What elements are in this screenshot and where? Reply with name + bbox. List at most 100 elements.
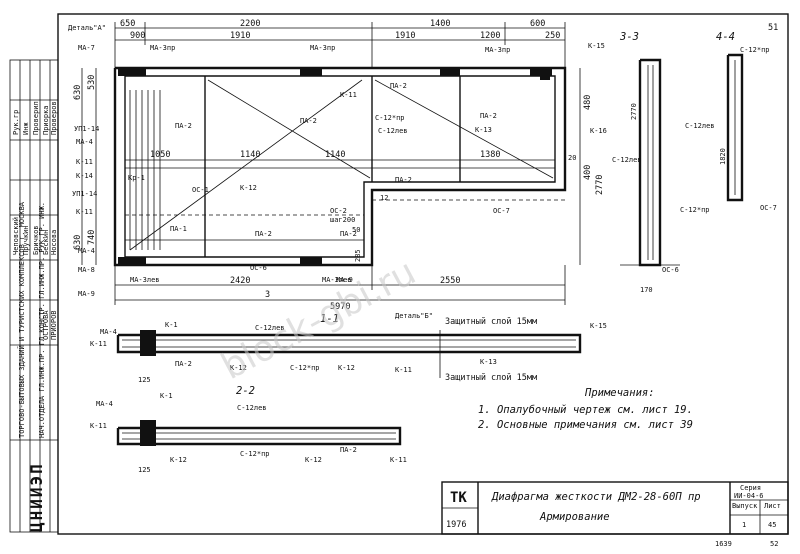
callout-c12pr-s44b: С-12*пр <box>680 206 710 214</box>
dim-2770: 2770 <box>595 175 605 195</box>
callout-k13: К-13 <box>475 126 492 134</box>
dim-50: 50 <box>352 226 360 234</box>
callout-k11b: К-11 <box>76 208 93 216</box>
dim-3: 3 <box>265 290 270 300</box>
title-tk: ТК <box>450 490 467 506</box>
callout-pa2-g: ПА-2 <box>255 230 272 238</box>
callout-k14: К-14 <box>76 172 93 180</box>
callout-oc7: ОС-7 <box>493 207 510 215</box>
callout-pa1: ПА-1 <box>170 225 187 233</box>
callout-ma3lev: МА-3лев <box>130 276 160 284</box>
callout-k11-s22: К-11 <box>90 422 107 430</box>
inner-dimensions: 1050 1140 1140 1380 50 285 12 <box>150 150 500 262</box>
callout-oc2: ОС-2 <box>330 207 347 215</box>
callout-ma7: МА-7 <box>78 44 95 52</box>
dim-125: 125 <box>138 376 151 384</box>
notes-block: Примечания: 1. Опалубочный чертеж см. ли… <box>478 387 693 431</box>
left-dimensions: 630 530 630 740 <box>73 68 97 265</box>
series-value: ИИ-04-6 <box>734 492 764 500</box>
callout-c12lev-s44: С-12лев <box>685 122 715 130</box>
section-title-2-2: 2-2 <box>236 385 255 397</box>
callout-k12b-s22: К-12 <box>305 456 322 464</box>
callout-ma8: МА-8 <box>78 266 95 274</box>
sheet-frame <box>57 13 789 535</box>
callout-k16: К-16 <box>590 127 607 135</box>
section-3-3: 3-3 2770 С-12лев ОС-6 170 <box>612 31 680 294</box>
main-elevation <box>113 66 567 267</box>
footer-stamp: 1639 <box>715 540 732 548</box>
callout-k12: К-12 <box>240 184 257 192</box>
dim-20: 20 <box>568 154 576 162</box>
dim-125-s22: 125 <box>138 466 151 474</box>
org-logo: ЦНИИЭП <box>27 462 46 532</box>
staff-col-5: Проверов <box>50 101 58 135</box>
callout-detail-a: Деталь"А" <box>68 24 106 32</box>
dim-2420: 2420 <box>230 276 250 286</box>
staff-col-3: Проверил <box>32 101 40 135</box>
issue-value: 1 <box>742 521 746 529</box>
callout-c12pr-s22: С-12*пр <box>240 450 270 458</box>
title-main: Диафрагма жесткости ДМ2-28-60П пр <box>491 491 701 503</box>
callout-k11-s11: К-11 <box>90 340 107 348</box>
dim-1820: 1820 <box>719 148 727 165</box>
issue-label: Выпуск <box>732 502 758 510</box>
callout-c12lev-s11: С-12лев <box>255 324 285 332</box>
callout-pa2-s22: ПА-2 <box>340 446 357 454</box>
sheet-ref: 51 <box>768 23 778 33</box>
callout-pa2-c: ПА-2 <box>300 117 317 125</box>
callout-ma3pr: МА-3пр <box>150 44 175 52</box>
callout-oc6: ОС-6 <box>250 264 267 272</box>
dim-630: 630 <box>73 85 83 100</box>
dim-480: 480 <box>583 95 593 110</box>
callout-pa2-e: ПА-2 <box>395 176 412 184</box>
callout-ma4-s11: МА-4 <box>100 328 117 336</box>
callout-ma3pr3: МА-3пр <box>485 46 510 54</box>
left-stamp-strip: Чеповский Пручкин Бричков Бескин Носова … <box>9 59 59 533</box>
org-text-2: НАЧ.ОТДЕЛА ГЛ.ИНЖ.ПР. ГЛ.КОНСТР. ГЛ.ИНЖ.… <box>38 202 46 438</box>
cover-note-45: Защитный слой 15мм <box>445 317 537 327</box>
staff-col-4: Приорка <box>42 105 50 135</box>
sheet-value: 45 <box>768 521 776 529</box>
footer-page: 52 <box>770 540 778 548</box>
person-side-2: ПРИОРОВ <box>50 310 58 340</box>
dim-1200: 1200 <box>480 31 500 41</box>
callout-k13-s11: К-13 <box>480 358 497 366</box>
callout-c12lev-s22: С-12лев <box>237 404 267 412</box>
section-title-3-3: 3-3 <box>619 31 639 43</box>
section-4-4: 4-4 51 С-12*пр С-12лев 1820 С-12*пр ОС-7 <box>680 23 778 214</box>
callout-ma9: МА-9 <box>336 276 353 284</box>
callout-k15: К-15 <box>588 42 605 50</box>
dim-1140: 1140 <box>240 150 260 160</box>
callout-detail-b: Деталь"Б" <box>395 312 433 320</box>
callout-c12pr: С-12*пр <box>375 114 405 122</box>
dim-2200: 2200 <box>240 19 260 29</box>
dim-1910: 1910 <box>230 31 250 41</box>
callout-oc6-s33: ОС-6 <box>662 266 679 274</box>
callout-c12lev: С-12лев <box>378 127 408 135</box>
callout-oc1: ОС-1 <box>192 186 209 194</box>
notes-header: Примечания: <box>584 387 655 399</box>
note-item-2: 2. Основные примечания см. лист 39 <box>478 419 693 431</box>
org-text-1: ТОРГОВО-БЫТОВЫХ ЗДАНИЙ И ТУРИСТСКИХ КОМП… <box>17 201 26 438</box>
callout-ma9a: МА-9 <box>78 290 95 298</box>
dim-2770-s33: 2770 <box>630 103 638 120</box>
callout-k15-s11: К-15 <box>590 322 607 330</box>
callout-k12b-s11: К-12 <box>338 364 355 372</box>
sheet-label: Лист <box>764 502 781 510</box>
staff-col-1: Рук.гр <box>12 110 20 135</box>
dim-1910b: 1910 <box>395 31 415 41</box>
dim-250: 250 <box>545 31 560 41</box>
callout-ma3pr2: МА-3пр <box>310 44 335 52</box>
callout-ma4: МА-4 <box>76 138 93 146</box>
bottom-dimensions: 2420 3 2550 5970 <box>114 265 566 312</box>
dim-1140b: 1140 <box>325 150 345 160</box>
dim-1050: 1050 <box>150 150 170 160</box>
title-sub: Армирование <box>539 511 610 523</box>
callout-oc7-s44: ОС-7 <box>760 204 777 212</box>
top-dimensions: 650 2200 1400 600 900 1910 1910 1200 250 <box>114 19 566 68</box>
elevation-callouts: Деталь"А" МА-7 МА-3пр МА-3пр МА-3пр К-15… <box>68 24 607 320</box>
callout-k11: К-11 <box>340 91 357 99</box>
dim-285: 285 <box>354 249 362 262</box>
